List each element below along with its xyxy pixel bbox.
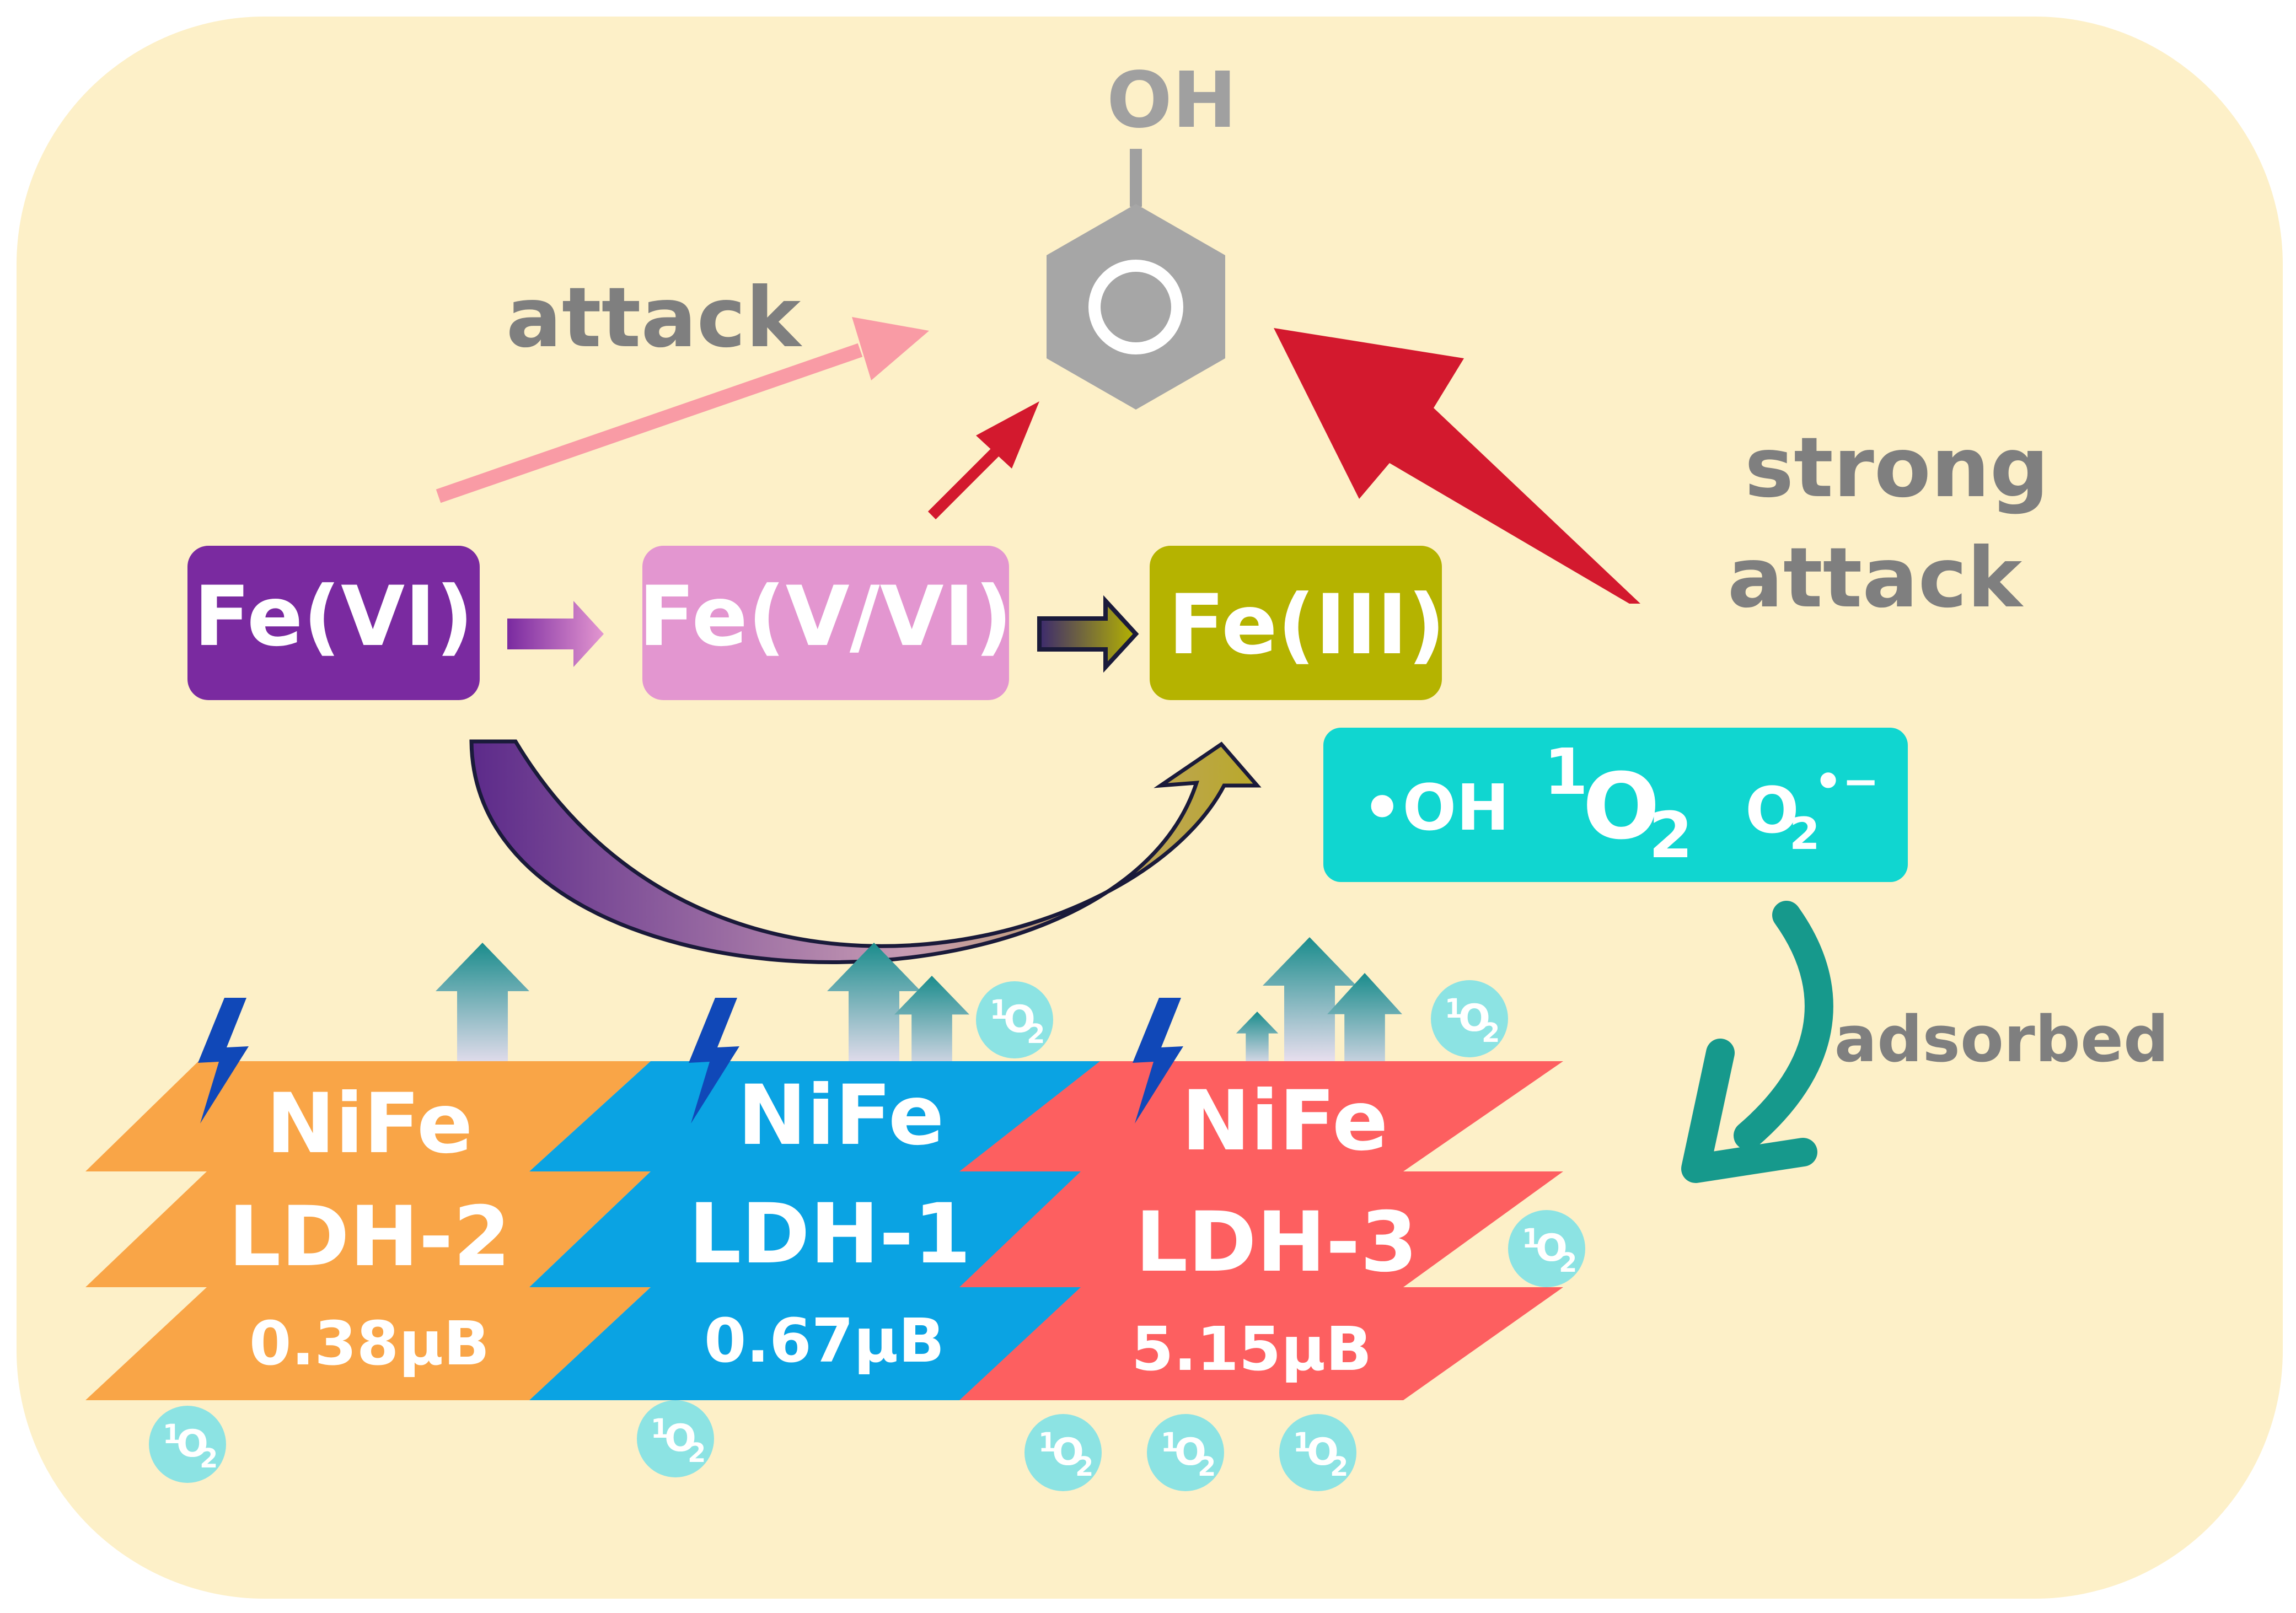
badge-sub: 2	[1027, 1019, 1045, 1050]
badge-sup: 1	[1522, 1223, 1540, 1254]
ldh-3-line2: LDH-3	[1135, 1195, 1418, 1291]
curved-conversion-arrow	[469, 739, 1262, 964]
ldh-1-block: NiFe LDH-1 0.67μB	[529, 1061, 1130, 1400]
ldh-3-moment: 5.15μB	[1131, 1314, 1372, 1384]
ldh-3-block: NiFe LDH-3 5.15μB	[959, 1061, 1563, 1400]
fe-iii-box: Fe(III)	[1150, 546, 1445, 700]
strong-attack-label: attack	[1728, 530, 2024, 626]
ros-box: •OH 1 O 2 O 2 •−	[1323, 728, 1908, 882]
intermediate-attack-arrow	[927, 401, 1039, 520]
badge-base: O	[1458, 997, 1490, 1040]
fe-vi-to-fe-v-arrow	[507, 601, 604, 667]
badge-sub: 2	[1198, 1451, 1216, 1482]
strong-label: strong	[1745, 420, 2049, 516]
singlet-oxygen-badge: 1 O 2	[1279, 1414, 1356, 1491]
badge-base: O	[1307, 1431, 1339, 1474]
badge-sub: 2	[1559, 1248, 1577, 1278]
badge-sup: 1	[1038, 1427, 1056, 1458]
badge-sub: 2	[200, 1443, 218, 1474]
ldh-2-block: NiFe LDH-2 0.38μB	[85, 1061, 651, 1400]
badge-base: O	[1004, 998, 1036, 1041]
superoxide-base: O	[1745, 774, 1799, 848]
fe-v-vi-label: Fe(V/VI)	[639, 569, 1012, 665]
badge-sup: 1	[1161, 1427, 1179, 1458]
badge-sup: 1	[1445, 993, 1463, 1024]
attack-arrow	[436, 317, 929, 503]
badge-sup: 1	[163, 1419, 181, 1450]
adsorbed-label: adsorbed	[1834, 1003, 2169, 1077]
attack-label: attack	[506, 270, 803, 366]
fe-vi-box: Fe(VI)	[187, 546, 480, 700]
badge-base: O	[176, 1422, 208, 1466]
singlet-oxygen-badge: 1 O 2	[1024, 1414, 1102, 1491]
singlet-oxygen-badge: 1 O 2	[1431, 980, 1508, 1057]
hydroxyl-radical-label: •OH	[1362, 771, 1510, 845]
ldh-2-line1: NiFe	[266, 1076, 473, 1172]
adsorbed-arrow	[1681, 901, 1833, 1183]
badge-base: O	[1052, 1431, 1084, 1474]
ldh-2-moment: 0.38μB	[249, 1308, 490, 1379]
singlet-oxygen-badge: 1 O 2	[637, 1400, 714, 1477]
badge-sub: 2	[1075, 1451, 1093, 1482]
fe-v-vi-box: Fe(V/VI)	[639, 546, 1012, 700]
badge-sub: 2	[1330, 1451, 1348, 1482]
badge-sub: 2	[688, 1438, 706, 1469]
singlet-oxygen-badge: 1 O 2	[1147, 1414, 1224, 1491]
singlet-oxygen-sub: 2	[1649, 799, 1693, 873]
strong-attack-arrow	[1274, 328, 1640, 604]
hydroxyl-label: OH	[1107, 56, 1237, 146]
singlet-oxygen-badge: 1 O 2	[1508, 1210, 1585, 1287]
singlet-oxygen-base: O	[1582, 754, 1660, 859]
phenol-molecule-icon	[1047, 149, 1225, 410]
ldh-1-line2: LDH-1	[689, 1186, 971, 1282]
badge-sup: 1	[990, 994, 1008, 1025]
ldh-1-moment: 0.67μB	[704, 1305, 945, 1376]
fe-iii-label: Fe(III)	[1168, 577, 1446, 673]
badge-sup: 1	[651, 1413, 669, 1444]
badge-base: O	[664, 1417, 696, 1460]
badge-base: O	[1536, 1227, 1568, 1270]
badge-sup: 1	[1293, 1427, 1311, 1458]
fe-vi-label: Fe(VI)	[194, 569, 473, 665]
singlet-oxygen-badge: 1 O 2	[149, 1406, 226, 1483]
fe-v-to-fe-iii-arrow	[1037, 595, 1139, 673]
ldh-2-line2: LDH-2	[228, 1189, 511, 1285]
ldh-3-line1: NiFe	[1181, 1073, 1388, 1169]
superoxide-sup: •−	[1814, 756, 1879, 807]
badge-sub: 2	[1482, 1018, 1500, 1049]
badge-base: O	[1174, 1431, 1206, 1474]
ldh-1-line1: NiFe	[737, 1068, 944, 1164]
singlet-oxygen-sup: 1	[1544, 735, 1588, 809]
singlet-oxygen-badge: 1 O 2	[976, 981, 1053, 1058]
superoxide-sub: 2	[1789, 808, 1820, 859]
